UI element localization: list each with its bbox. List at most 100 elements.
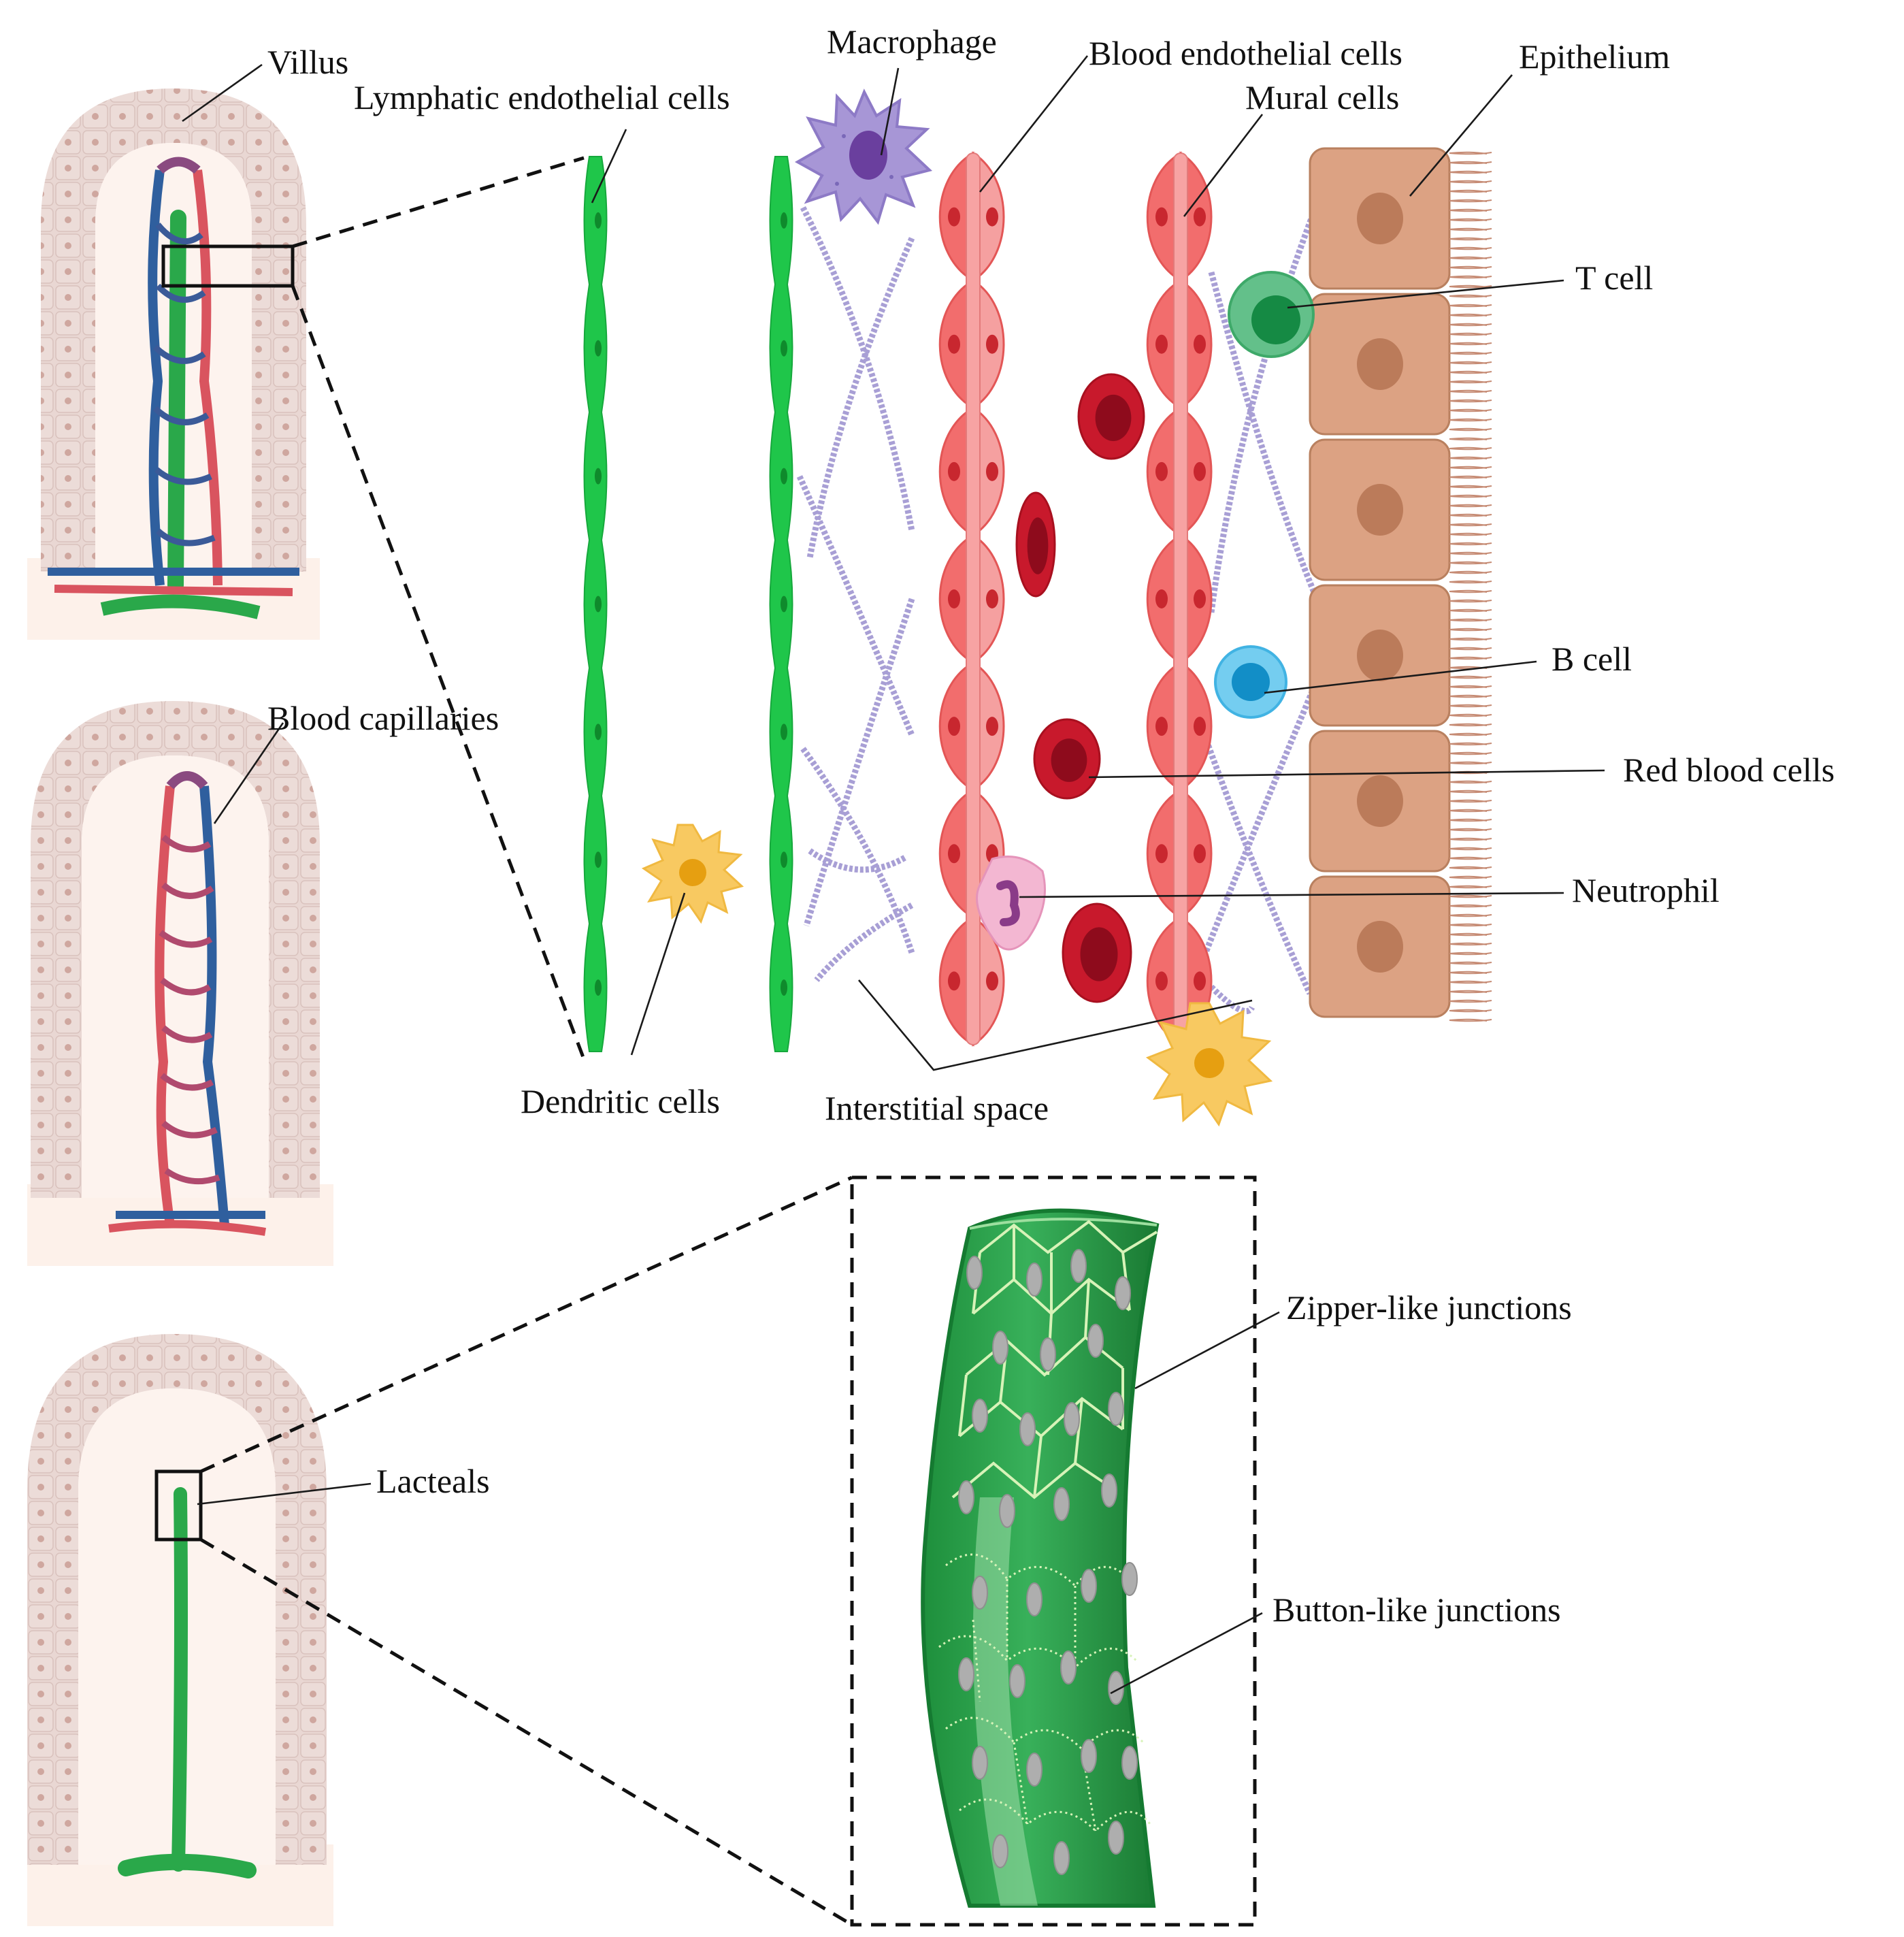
macrophage-leader	[880, 67, 900, 156]
dendritic-leader	[630, 892, 686, 1056]
dendritic-cell-left	[641, 824, 744, 924]
epithelial-nucleus	[1357, 338, 1403, 390]
endothelial-nucleus	[1194, 717, 1206, 736]
endothelial-nucleus	[948, 971, 960, 991]
artery-capillary	[193, 169, 223, 586]
button-junction-network	[938, 1553, 1151, 1833]
endothelial-nucleus	[1194, 589, 1206, 608]
villus-illustration-top	[27, 88, 320, 640]
label-macrophage: Macrophage	[827, 22, 997, 61]
capillary-loop	[166, 771, 208, 790]
zipper-leader	[1134, 1311, 1280, 1390]
endothelial-nucleus	[1155, 717, 1168, 736]
lacteal-cell-nucleus	[1081, 1569, 1097, 1603]
villus-core	[82, 755, 269, 1198]
lacteal-cell-nucleus	[1115, 1276, 1131, 1310]
lacteal-cell-nucleus	[1026, 1753, 1043, 1787]
label-mural-cells: Mural cells	[1245, 78, 1399, 116]
lymphatic-cell-nucleus	[595, 723, 602, 740]
lacteal-cell-nucleus	[1121, 1746, 1138, 1780]
red-blood-cell-center	[1027, 517, 1049, 574]
endothelial-nucleus	[1194, 207, 1206, 227]
rbc-leader	[1088, 769, 1605, 779]
zoom-line-lacteal-upper	[199, 1175, 853, 1474]
endothelial-nucleus	[948, 844, 960, 864]
zoom-line-lower	[291, 285, 586, 1060]
endothelial-nucleus	[986, 717, 998, 736]
lacteal-cell-nucleus	[1101, 1474, 1117, 1508]
endothelial-nucleus	[948, 207, 960, 227]
label-neutrophil: Neutrophil	[1572, 871, 1720, 909]
endothelial-nucleus	[1155, 844, 1168, 864]
lacteal-cell-nucleus	[1040, 1337, 1056, 1371]
lacteal-cell-nucleus	[1019, 1412, 1036, 1446]
lymphatic-cell-nucleus	[595, 468, 602, 485]
base-lacteal	[118, 1853, 257, 1878]
endothelial-nucleus	[1155, 334, 1168, 354]
interstitial-leader	[858, 979, 1253, 1071]
lacteal-zoom-frame	[850, 1175, 1257, 1927]
label-t-cell: T cell	[1575, 259, 1653, 297]
lacteal-cell-nucleus	[972, 1576, 988, 1610]
endothelial-nucleus	[1155, 207, 1168, 227]
lymphatic-cell-nucleus	[781, 979, 787, 996]
red-blood-cells	[1015, 373, 1145, 1003]
endothelial-nucleus	[986, 589, 998, 608]
lacteal-cell-nucleus	[1053, 1841, 1070, 1875]
lacteal-cell-nucleus	[1064, 1402, 1080, 1436]
epithelial-nucleus	[1357, 630, 1403, 681]
endothelial-nucleus	[1194, 971, 1206, 991]
villus-illustration-middle	[27, 701, 333, 1266]
epithelial-nucleus	[1357, 484, 1403, 536]
epithelium-layer	[1309, 147, 1492, 1022]
villus-epithelial-wall	[27, 1334, 327, 1865]
label-blood-endothelial-cells: Blood endothelial cells	[1089, 34, 1402, 72]
blood-vessel-walls	[938, 151, 1213, 1047]
button-leader	[1110, 1612, 1263, 1695]
base-artery	[108, 1220, 266, 1236]
artery-capillary	[154, 785, 175, 1226]
capillary-network	[159, 834, 220, 1185]
vein-capillary	[199, 785, 229, 1226]
epithelial-nucleus	[1357, 193, 1403, 244]
lymphatic-cell-nucleus	[595, 212, 602, 229]
epithelial-nucleus	[1357, 775, 1403, 827]
lacteal-cell-nucleus	[1121, 1562, 1138, 1596]
villus-epithelial-wall	[31, 701, 320, 1198]
label-blood-capillaries: Blood capillaries	[267, 699, 499, 737]
b-cell-leader	[1264, 660, 1537, 694]
lymphatic-cell-nucleus	[781, 723, 787, 740]
mural-cell-strip	[966, 152, 981, 1045]
lacteal-cell-nucleus	[1009, 1664, 1025, 1698]
lymphatic-cell-nucleus	[595, 979, 602, 996]
collagen-fibers	[796, 203, 1320, 1015]
microvilli-brush-border	[1449, 151, 1492, 1022]
lacteal-cell-nucleus	[992, 1834, 1008, 1868]
label-button-like-junctions: Button-like junctions	[1273, 1591, 1561, 1629]
endothelial-nucleus	[948, 334, 960, 354]
lymphatic-endothelial-columns	[583, 156, 793, 1052]
lacteal-cell-nucleus	[958, 1657, 974, 1691]
neutrophil-cell	[976, 856, 1047, 951]
endothelial-nucleus	[948, 717, 960, 736]
zoom-box-top	[161, 244, 295, 288]
endothelial-nucleus	[1155, 971, 1168, 991]
villus-illustration-bottom	[27, 1334, 333, 1926]
zoom-line-upper	[292, 156, 585, 248]
label-zipper-like-junctions: Zipper-like junctions	[1286, 1288, 1572, 1326]
red-blood-cell-center	[1080, 927, 1118, 981]
label-dendritic-cells: Dendritic cells	[521, 1082, 720, 1120]
lacteal-cell-nucleus	[1108, 1821, 1124, 1855]
label-lymphatic-endothelial-cells: Lymphatic endothelial cells	[354, 78, 730, 116]
endothelial-nucleus	[986, 461, 998, 481]
lymphatic-cell-nucleus	[595, 596, 602, 613]
lacteal-cell-nucleus	[958, 1480, 974, 1514]
dendritic-cell-right	[1145, 1002, 1273, 1127]
zoom-box-bottom	[154, 1469, 203, 1542]
endothelial-nucleus	[1155, 461, 1168, 481]
endothelial-nucleus	[1155, 589, 1168, 608]
lacteal-vessel	[171, 1487, 188, 1872]
lacteal-cell-nucleus	[992, 1331, 1008, 1365]
lacteal-cell-nucleus	[972, 1746, 988, 1780]
